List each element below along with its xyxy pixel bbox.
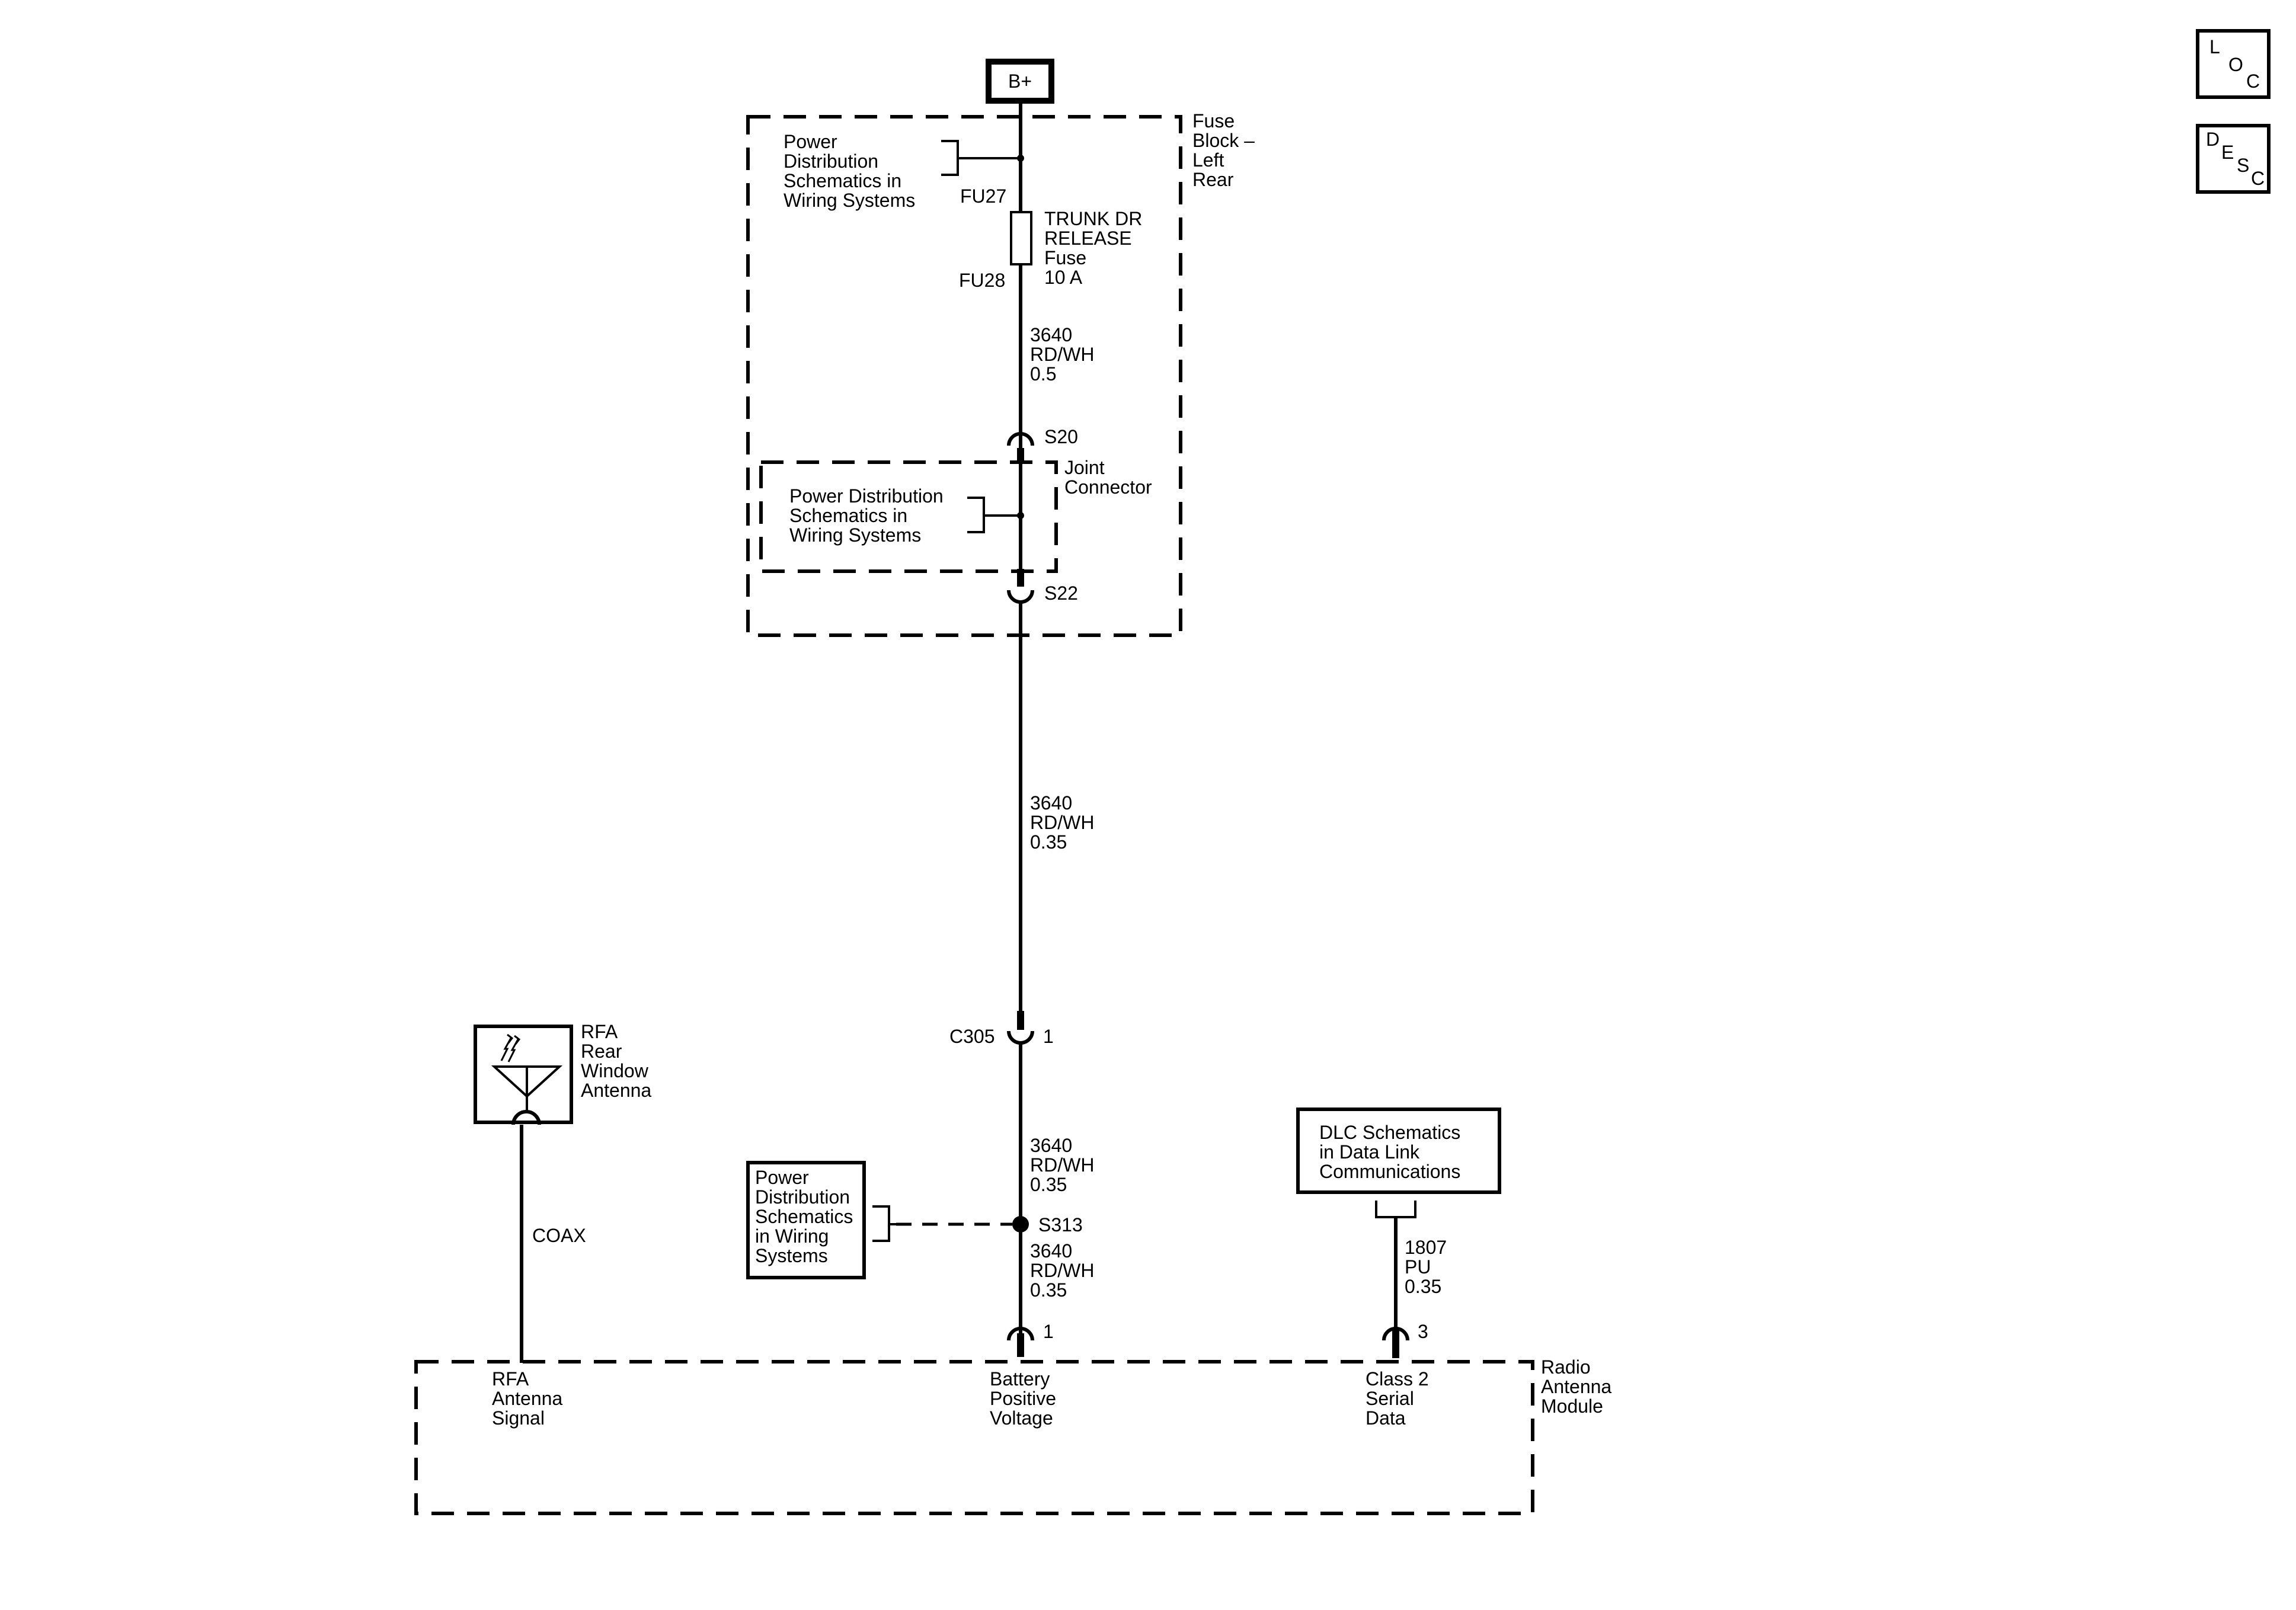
coax-label: COAX bbox=[532, 1225, 586, 1246]
joint-connector-label: Joint Connector bbox=[1064, 457, 1152, 498]
s313-ref-text: Power Distribution Schematics in Wiring … bbox=[755, 1167, 858, 1266]
c305-connector-symbol bbox=[1007, 1030, 1034, 1045]
antenna-box bbox=[474, 1025, 573, 1124]
antenna-coax-connector-symbol bbox=[511, 1110, 541, 1125]
svg-text:O: O bbox=[2228, 54, 2243, 75]
ref-bracket-s313 bbox=[872, 1205, 896, 1242]
fuse-block-ref-text: Power Distribution Schematics in Wiring … bbox=[784, 131, 915, 211]
wire3-label: 3640 RD/WH 0.35 bbox=[1030, 1135, 1099, 1195]
wire2-label: 3640 RD/WH 0.35 bbox=[1030, 792, 1099, 853]
s313-label: S313 bbox=[1038, 1214, 1083, 1235]
radio-antenna-module-outline bbox=[414, 1360, 1534, 1515]
s313-ref-box bbox=[746, 1161, 866, 1279]
rfa-signal-label: RFA Antenna Signal bbox=[492, 1368, 568, 1429]
loc-icon[interactable]: L O C bbox=[2196, 29, 2271, 99]
battery-voltage-label: Battery Positive Voltage bbox=[990, 1368, 1061, 1429]
batt-pin-label: 1 bbox=[1043, 1321, 1054, 1342]
power-source-label: B+ bbox=[1008, 71, 1032, 92]
svg-text:C: C bbox=[2246, 71, 2260, 92]
fuse-block-label: Fuse Block – Left Rear bbox=[1192, 110, 1260, 190]
dlc-wire-label: 1807 PU 0.35 bbox=[1405, 1237, 1452, 1297]
fuse-block-outline bbox=[746, 115, 1182, 637]
batt-pin-connector-symbol bbox=[1007, 1327, 1034, 1341]
ref-bracket-top bbox=[941, 140, 1021, 176]
radio-antenna-module-label: Radio Antenna Module bbox=[1541, 1356, 1617, 1417]
c305-label: C305 bbox=[949, 1026, 995, 1047]
fuse-label: TRUNK DR RELEASE Fuse 10 A bbox=[1044, 208, 1147, 288]
fu28-label: FU28 bbox=[959, 270, 1005, 291]
s313-splice-dot bbox=[1012, 1216, 1029, 1233]
svg-text:L: L bbox=[2209, 36, 2220, 57]
s22-label: S22 bbox=[1044, 582, 1078, 604]
fuse-symbol bbox=[1010, 211, 1032, 265]
serial-data-label: Class 2 Serial Data bbox=[1366, 1368, 1434, 1429]
svg-text:S: S bbox=[2237, 155, 2249, 176]
ref-bracket-joint bbox=[967, 497, 1021, 533]
svg-text:C: C bbox=[2251, 168, 2265, 189]
joint-connector-outline bbox=[759, 460, 1058, 573]
svg-text:E: E bbox=[2221, 142, 2234, 163]
svg-text:D: D bbox=[2206, 129, 2220, 150]
s20-label: S20 bbox=[1044, 426, 1078, 447]
antenna-label: RFA Rear Window Antenna bbox=[581, 1021, 654, 1101]
c305-pin-label: 1 bbox=[1043, 1026, 1054, 1047]
s22-connector-symbol bbox=[1007, 590, 1034, 604]
fu27-label: FU27 bbox=[960, 185, 1006, 207]
power-source: B+ bbox=[986, 59, 1054, 104]
joint-ref-text: Power Distribution Schematics in Wiring … bbox=[789, 485, 949, 546]
desc-icon[interactable]: D E S C bbox=[2196, 124, 2271, 194]
serial-pin-label: 3 bbox=[1418, 1321, 1428, 1342]
wire4-label: 3640 RD/WH 0.35 bbox=[1030, 1240, 1099, 1301]
dlc-ref-box bbox=[1296, 1108, 1501, 1194]
dlc-ref-text: DLC Schematics in Data Link Communicatio… bbox=[1319, 1122, 1466, 1182]
wire1-label: 3640 RD/WH 0.5 bbox=[1030, 324, 1099, 385]
antenna-icon bbox=[491, 1033, 563, 1112]
